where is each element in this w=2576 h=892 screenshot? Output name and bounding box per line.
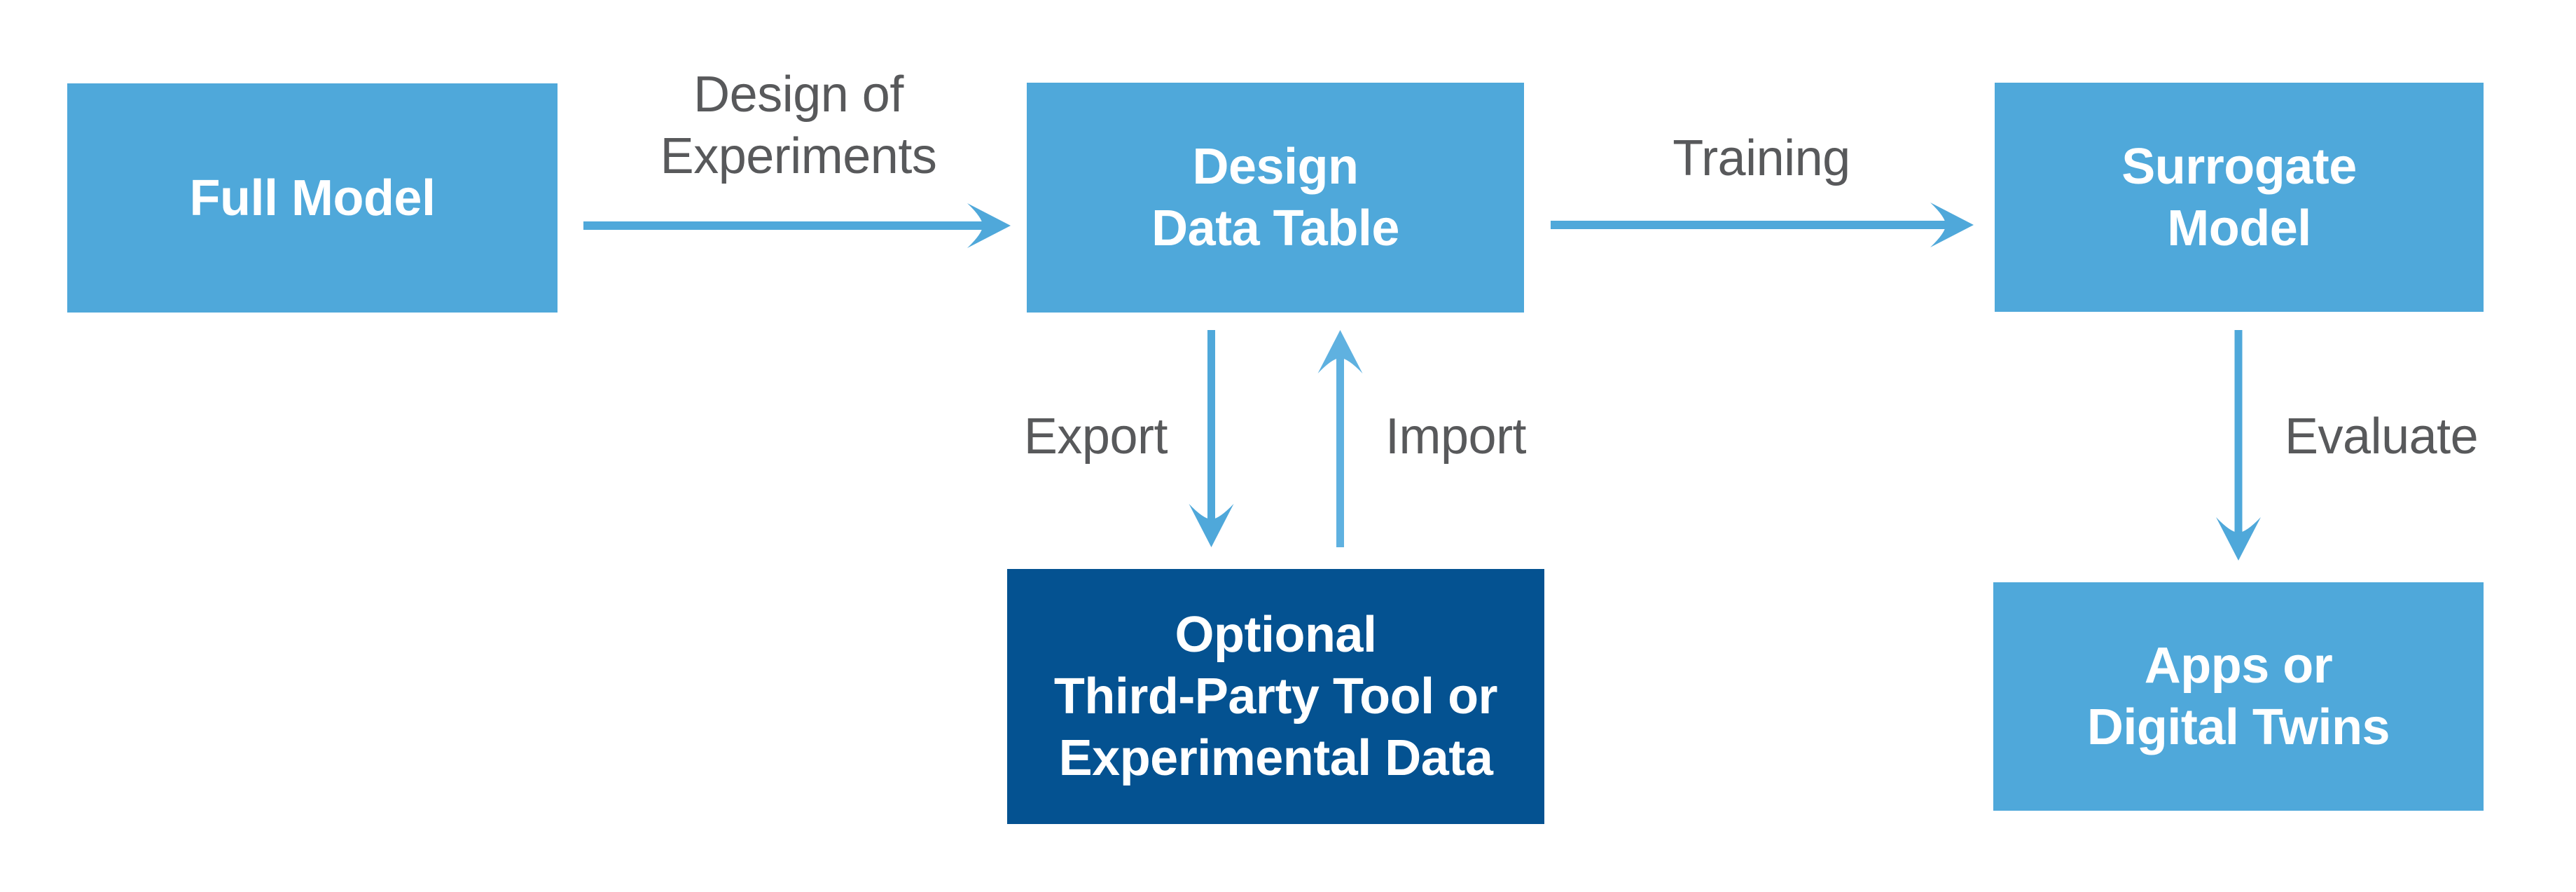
node-design-data-table: Design Data Table [1027, 83, 1524, 313]
edge-label-import: Import [1385, 409, 1527, 465]
edge-label-evaluate: Evaluate [2285, 409, 2479, 465]
edge-label-training: Training [1673, 130, 1850, 186]
node-surrogate-model: Surrogate Model [1995, 83, 2484, 312]
edge-label-design-of-experiments: Design of Experiments [660, 67, 937, 184]
node-optional-third-party-tool: Optional Third-Party Tool or Experimenta… [1007, 569, 1544, 824]
node-apps-or-digital-twins: Apps or Digital Twins [1993, 582, 2484, 811]
edge-label-export: Export [1023, 409, 1168, 465]
node-full-model: Full Model [67, 83, 558, 313]
